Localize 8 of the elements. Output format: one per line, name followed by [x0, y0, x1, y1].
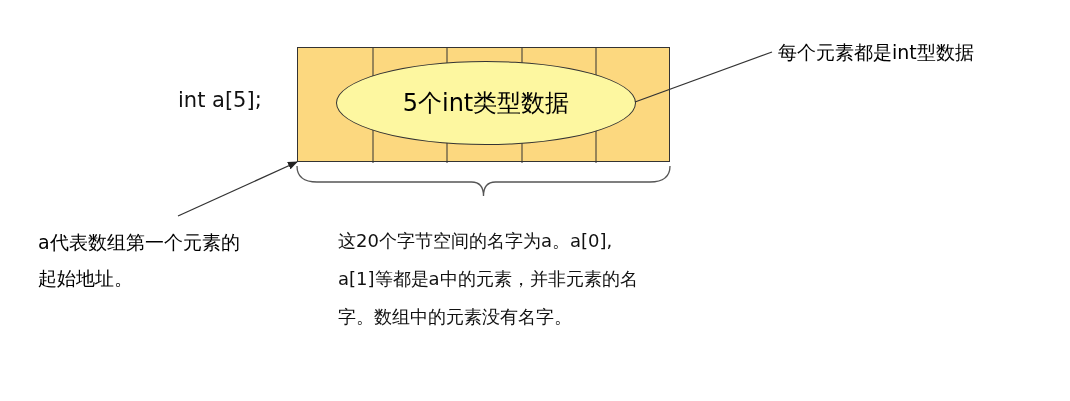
- annotation-text: a代表数组第一个元素的起始地址。: [38, 224, 243, 306]
- leader-line: [634, 51, 773, 103]
- note-text: 这20个字节空间的名字为a。a[0], a[1]等都是a中的元素，并非元素的名字。数组中的元素没有名字。: [338, 229, 639, 329]
- array-block: [297, 47, 670, 162]
- ellipse: 5个int类型数据: [336, 61, 636, 145]
- annotation-text: 每个元素都是int型数据: [778, 34, 1058, 68]
- code-label: int a[5];: [178, 88, 263, 112]
- arrow: [177, 161, 298, 217]
